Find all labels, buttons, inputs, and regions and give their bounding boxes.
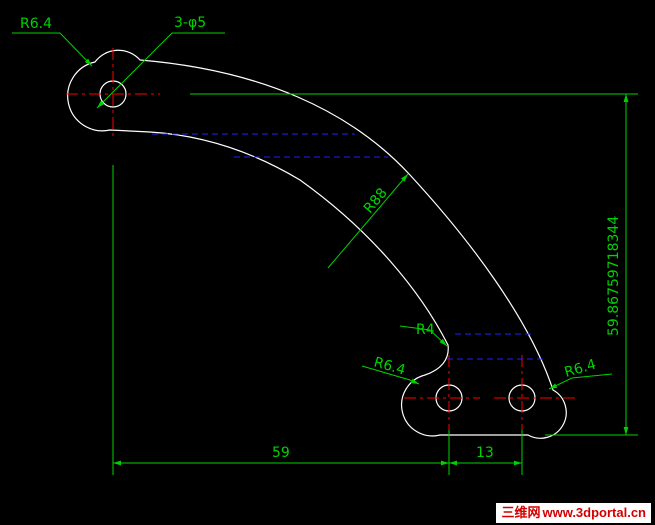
label-r64-top-left: R6.4 — [20, 16, 52, 32]
watermark-url: www.3dportal.cn — [542, 505, 646, 520]
part-outline — [67, 49, 567, 439]
label-vertical-dim: 59.86759718344 — [606, 216, 622, 336]
label-r64-bottom-left: R6.4 — [372, 354, 407, 378]
label-dim-13: 13 — [476, 445, 494, 461]
hidden-lines — [152, 133, 543, 360]
center-lines — [66, 48, 575, 442]
label-dim-59: 59 — [272, 445, 290, 461]
label-r4: R4 — [416, 322, 435, 338]
label-holes: 3-φ5 — [174, 15, 206, 31]
label-r88: R88 — [361, 185, 391, 216]
watermark: 三维网 www.3dportal.cn — [496, 503, 651, 523]
dimension-lines — [12, 32, 638, 475]
watermark-cn: 三维网 — [501, 505, 541, 520]
